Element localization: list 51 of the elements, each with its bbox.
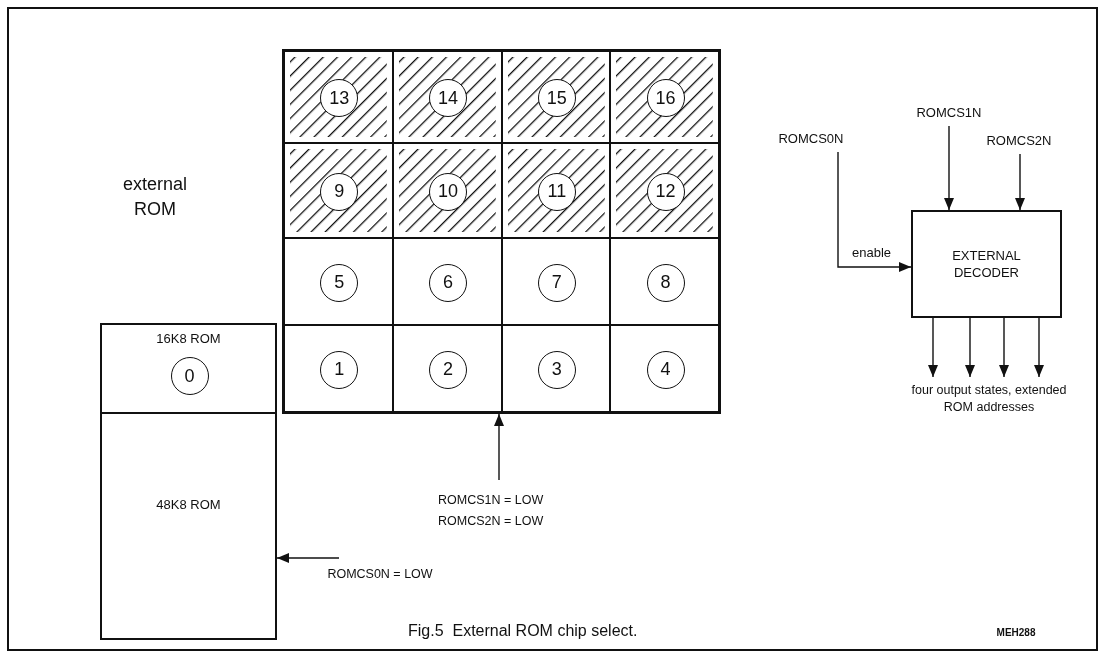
region-label: external ROM [121, 173, 188, 222]
hatched-memory-bank [610, 51, 719, 143]
arrow [999, 317, 1009, 378]
arrow [837, 151, 912, 272]
signal-label: ROMCS1N = LOW ROMCS2N = LOW [438, 490, 562, 530]
circled-number: 1 [320, 350, 359, 389]
circled-number: 5 [320, 263, 359, 302]
memory-bank [501, 325, 611, 412]
circled-number: 2 [429, 350, 468, 389]
signal-label: ROMCS2N [975, 132, 1063, 150]
decoder-block [911, 210, 1062, 318]
hatched-memory-bank [501, 143, 611, 238]
figure-code: MEH288 [995, 626, 1037, 640]
arrow [965, 317, 975, 378]
signal-label: ROMCS0N = LOW [312, 566, 448, 584]
hatched-memory-bank [501, 51, 611, 143]
arrow [1034, 317, 1044, 378]
figure-caption: Fig.5 External ROM chip select. [408, 622, 638, 640]
circled-number: 0 [170, 357, 209, 395]
arrow [494, 413, 504, 481]
memory-bank [610, 325, 719, 412]
circled-number: 4 [646, 350, 685, 389]
circled-number: 6 [429, 263, 468, 302]
memory-grid [282, 49, 721, 414]
memory-bank [284, 238, 393, 325]
edge-label: enable [852, 245, 892, 260]
memory-bank [392, 325, 502, 412]
signal-label: four output states, extended ROM addresses [909, 382, 1069, 420]
rom-block [100, 414, 277, 640]
arrow [944, 125, 954, 211]
hatched-memory-bank [392, 143, 502, 238]
hatched-memory-bank [610, 143, 719, 238]
hatched-memory-bank [284, 51, 393, 143]
block-label: 48K8 ROM [155, 497, 222, 514]
memory-bank [610, 238, 719, 325]
block-label: EXTERNAL DECODER [951, 248, 1022, 282]
arrow [276, 553, 340, 563]
arrow [1015, 153, 1025, 211]
circled-number: 3 [537, 350, 576, 389]
block-title: 16K8 ROM [155, 331, 222, 348]
circled-number: 7 [537, 263, 576, 302]
memory-bank [501, 238, 611, 325]
memory-bank [392, 238, 502, 325]
signal-label: ROMCS0N [768, 130, 854, 148]
memory-bank [284, 325, 393, 412]
arrow [928, 317, 938, 378]
hatched-memory-bank [392, 51, 502, 143]
circled-number: 8 [646, 263, 685, 302]
rom-block [100, 323, 277, 414]
hatched-memory-bank [284, 143, 393, 238]
signal-label: ROMCS1N [906, 104, 992, 122]
